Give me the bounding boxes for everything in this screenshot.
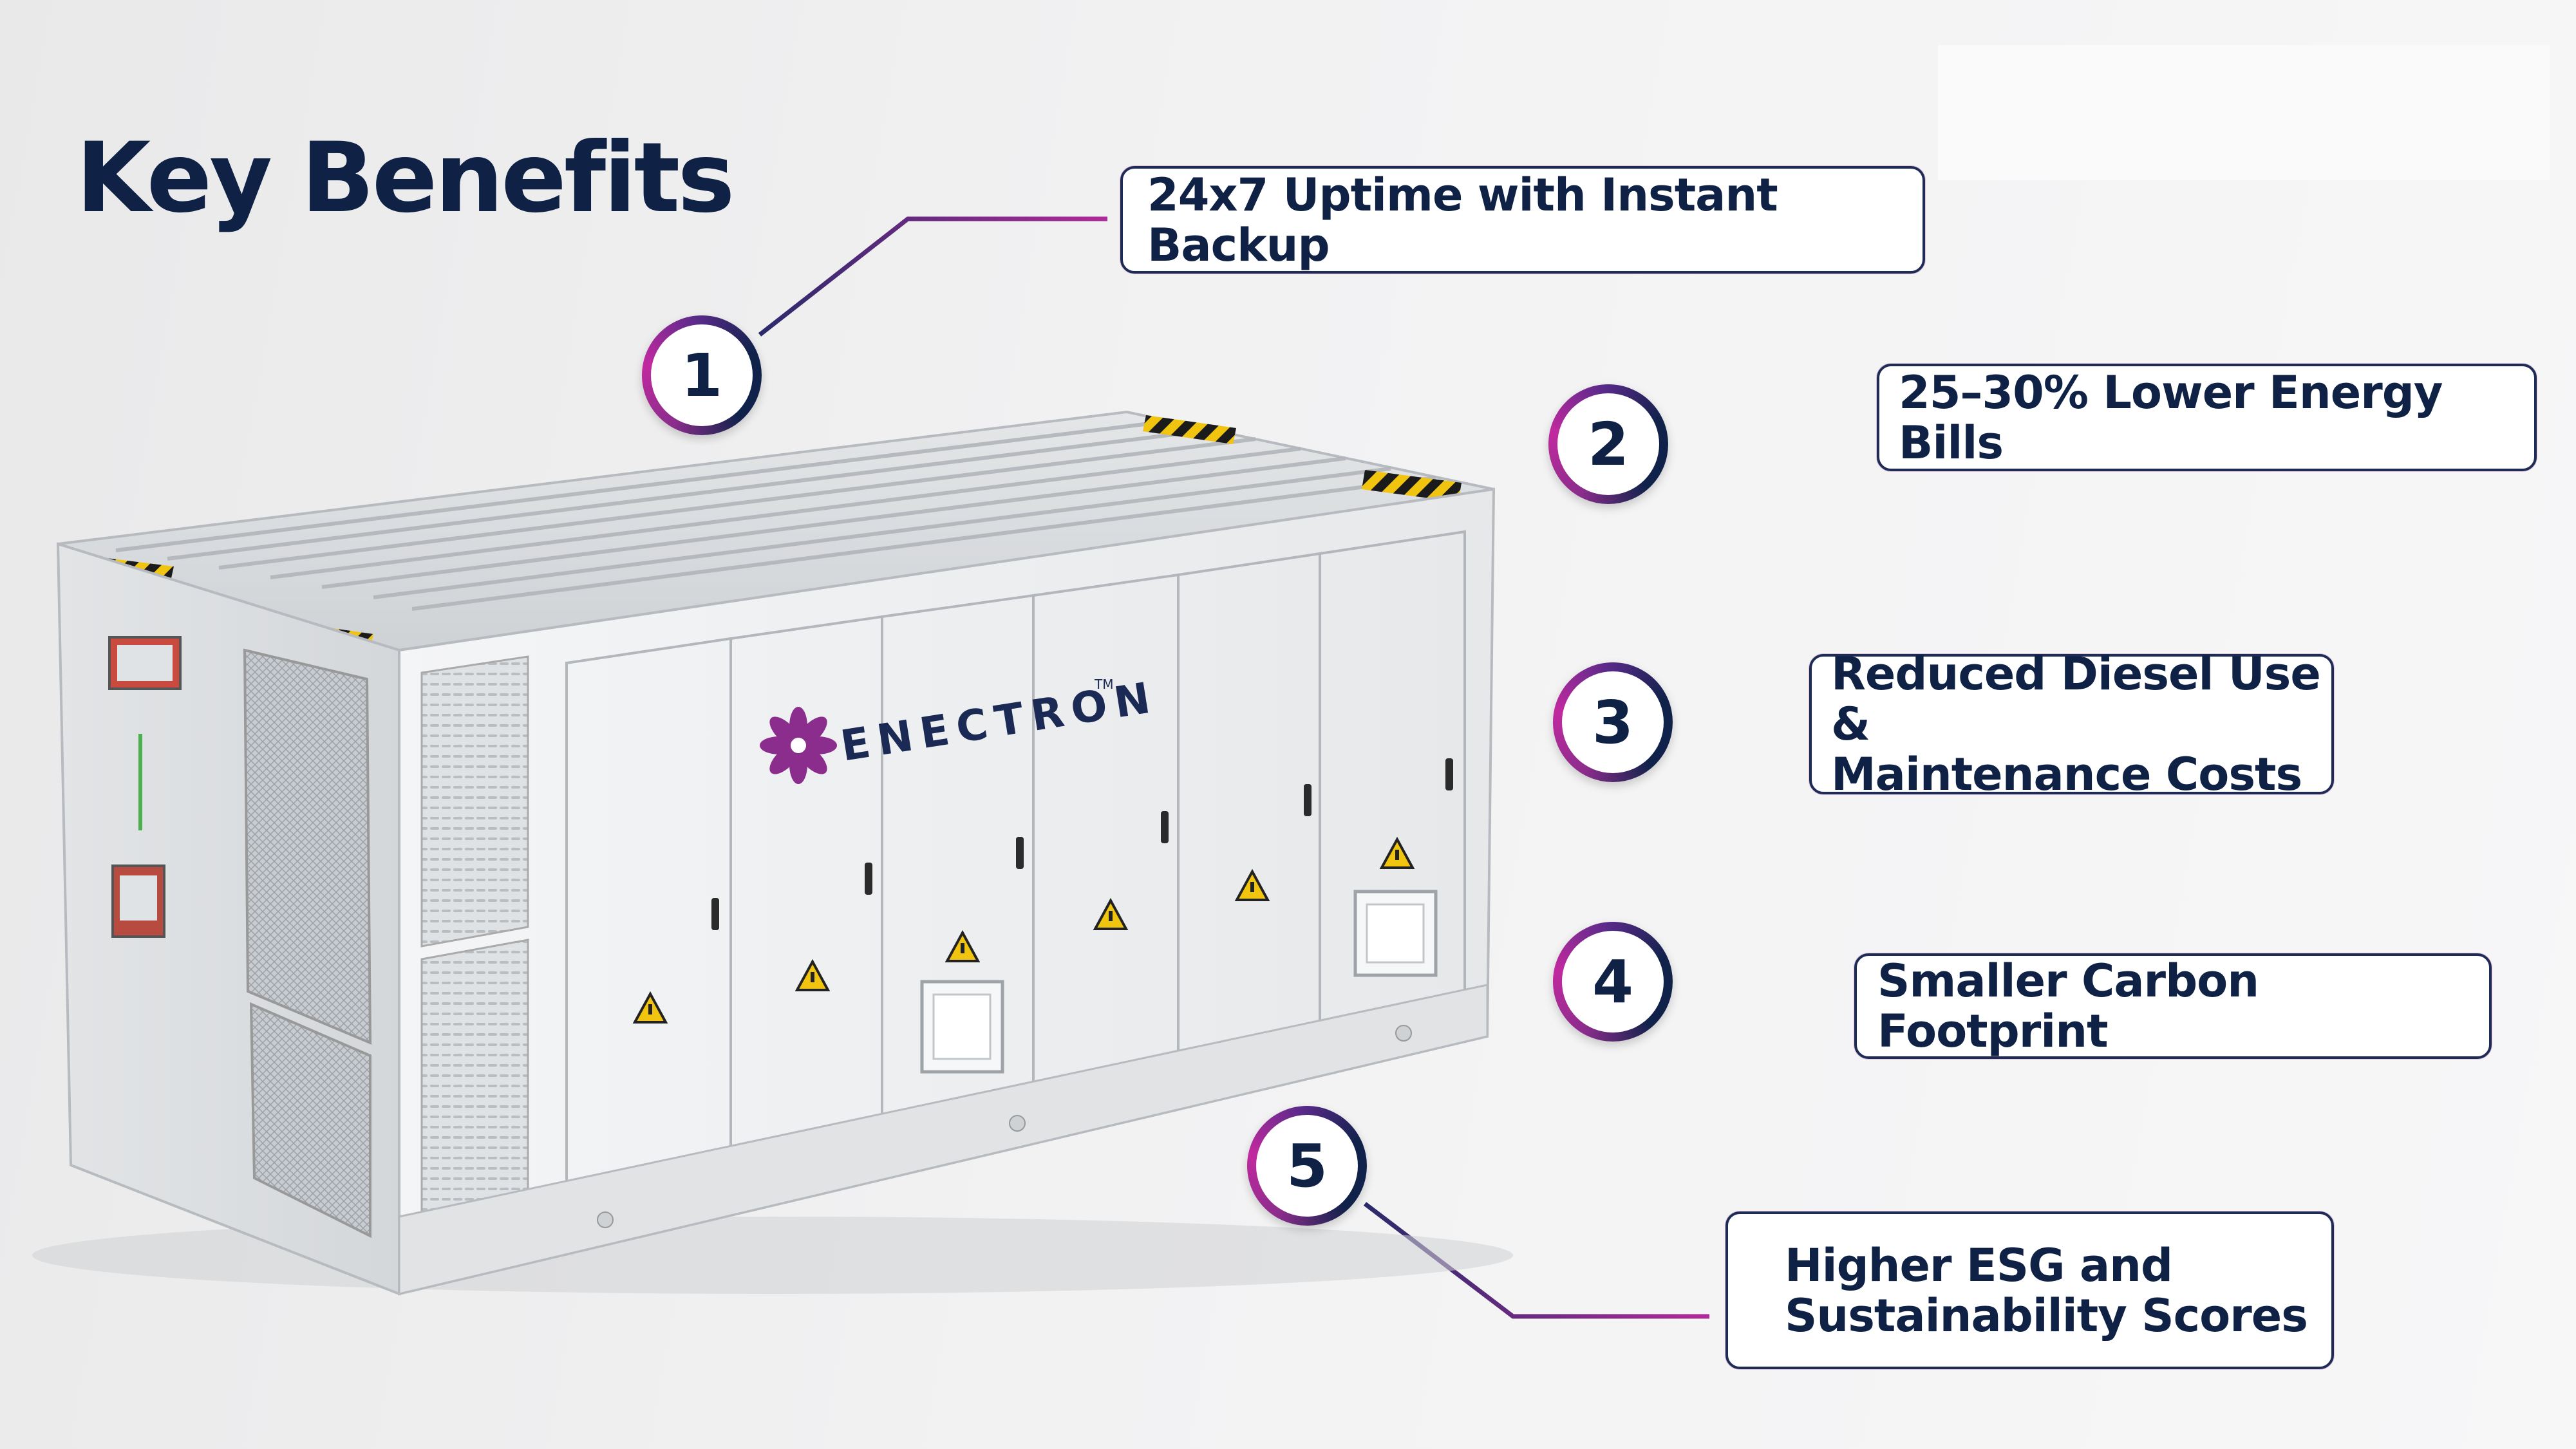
benefit-box-1: 24x7 Uptime with Instant Backup	[1120, 166, 1925, 274]
benefit-number-4: 4	[1562, 931, 1664, 1033]
benefit-text-2: 25–30% Lower Energy Bills	[1899, 366, 2443, 469]
benefit-number-1: 1	[651, 324, 753, 426]
benefit-number-2: 2	[1557, 393, 1659, 495]
enectron-logo-icon	[760, 707, 837, 784]
ac-unit-upper	[243, 648, 372, 1045]
benefit-marker-2: 2	[1548, 384, 1668, 504]
benefit-number-5: 5	[1256, 1115, 1358, 1217]
benefit-marker-3: 3	[1553, 662, 1673, 782]
connector-line-1	[758, 216, 1107, 337]
ac-unit-lower	[249, 1002, 371, 1239]
benefit-text-1: 24x7 Uptime with Instant Backup	[1147, 168, 1778, 272]
benefit-box-5: Higher ESG and Sustainability Scores	[1725, 1211, 2334, 1369]
benefit-box-2: 25–30% Lower Energy Bills	[1877, 364, 2537, 471]
benefit-marker-5: 5	[1247, 1106, 1367, 1226]
benefit-marker-4: 4	[1553, 922, 1673, 1042]
benefit-box-3: Reduced Diesel Use & Maintenance Costs	[1809, 649, 2334, 799]
benefit-text-5a: Higher ESG and	[1785, 1239, 2173, 1292]
benefit-text-3b: Maintenance Costs	[1831, 748, 2302, 801]
benefit-text-3a: Reduced Diesel Use &	[1831, 648, 2321, 751]
page-title: Key Benefits	[76, 122, 735, 234]
benefit-box-4: Smaller Carbon Footprint	[1854, 953, 2492, 1059]
benefit-number-3: 3	[1562, 671, 1664, 773]
trademark-mark: TM	[1094, 677, 1113, 692]
background-panel	[1938, 45, 2550, 180]
benefit-text-4: Smaller Carbon Footprint	[1877, 955, 2259, 1058]
benefit-marker-1: 1	[642, 315, 762, 435]
benefit-text-5b: Sustainability Scores	[1785, 1289, 2308, 1342]
